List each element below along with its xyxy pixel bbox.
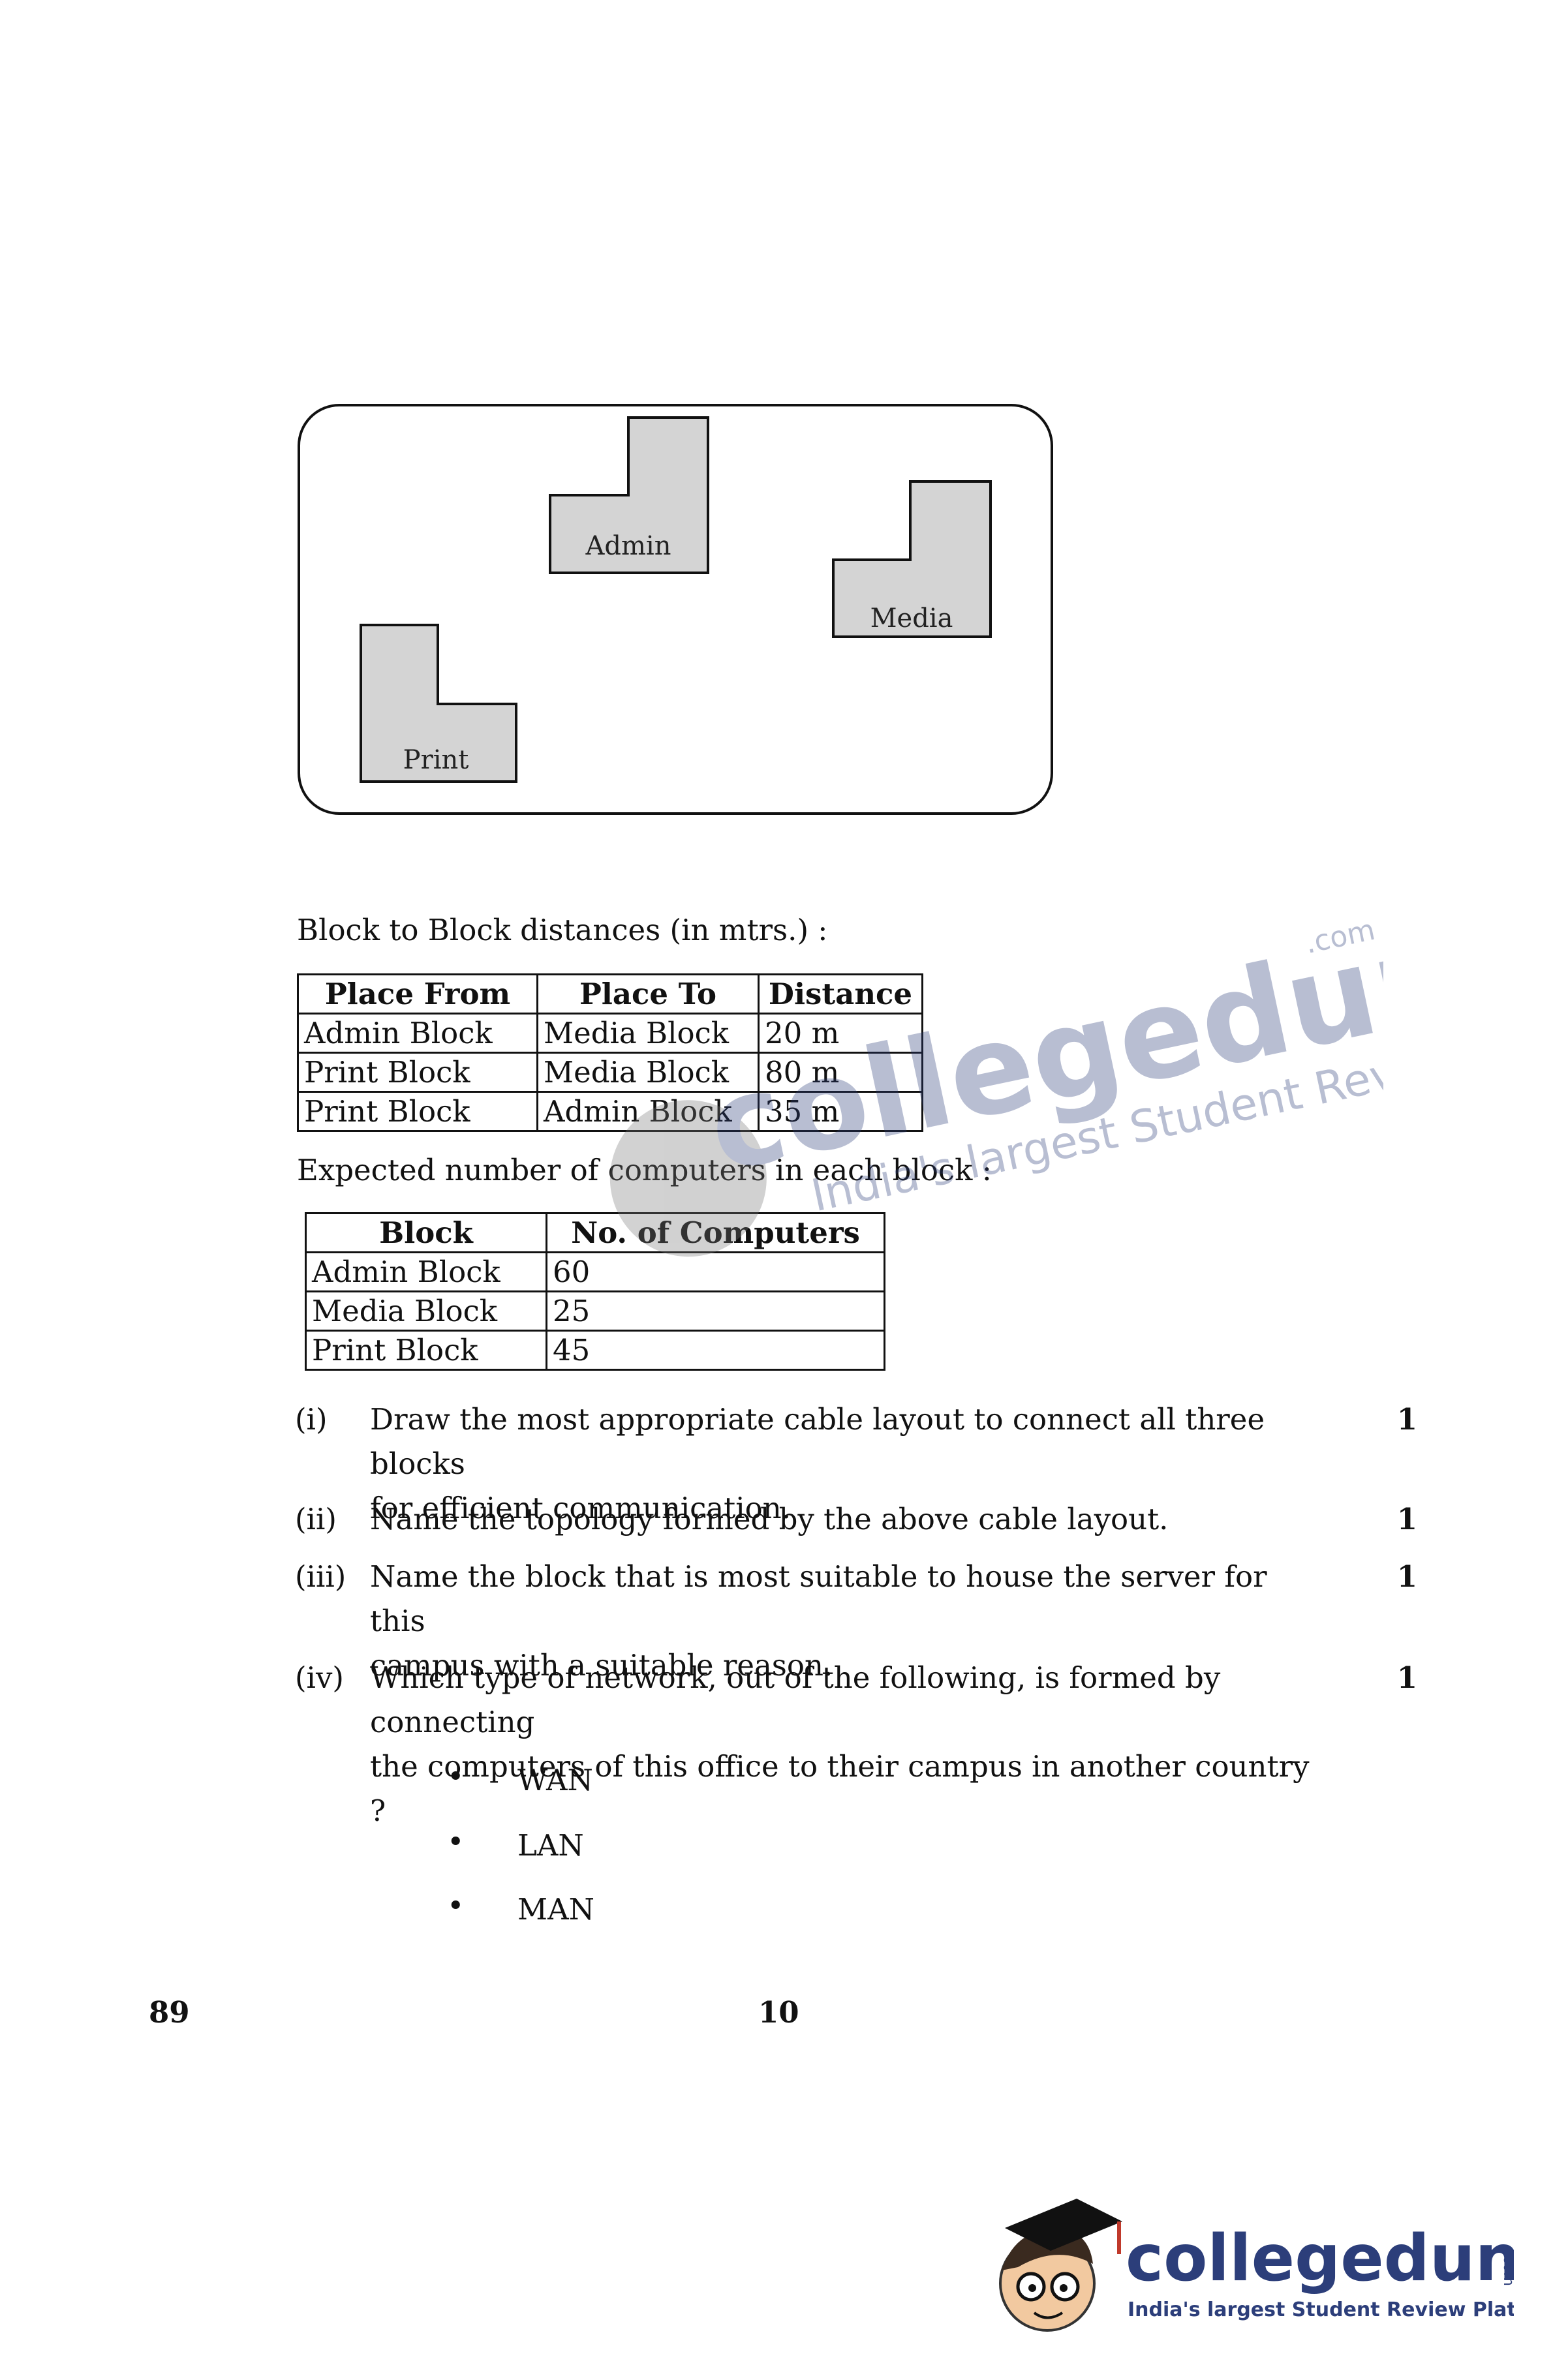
table-row: Print Block Admin Block 35 m [297, 1091, 923, 1132]
table-cell: Media Block [536, 1052, 760, 1093]
question-number: (i) [295, 1402, 328, 1437]
table-cell: 35 m [758, 1091, 923, 1132]
question-line: Name the block that is most suitable to … [370, 1559, 1267, 1638]
question-marks: 1 [1396, 1402, 1417, 1437]
table-cell: Media Block [305, 1290, 547, 1332]
table-row: Print Block Media Block 80 m [297, 1052, 923, 1093]
logo-tld: .com [1500, 2251, 1514, 2286]
table-row: Admin Block 60 [305, 1251, 885, 1292]
admin-block-label: Admin [585, 531, 671, 561]
question-number: (iii) [295, 1559, 346, 1594]
question-line: campus with a suitable reason. [370, 1648, 833, 1683]
table-cell: Admin Block [536, 1091, 760, 1132]
question-4: (iv) Which type of network, out of the f… [295, 1656, 1417, 1828]
option-text: LAN [517, 1828, 584, 1863]
question-marks: 1 [1396, 1559, 1417, 1594]
question-marks: 1 [1396, 1660, 1417, 1695]
column-header: Place From [297, 973, 538, 1015]
table-row: Media Block 25 [305, 1290, 885, 1332]
table-cell: Print Block [297, 1052, 538, 1093]
question-3: (iii) Name the block that is most suitab… [295, 1555, 1417, 1683]
table-cell: Admin Block [305, 1251, 547, 1292]
column-header: Place To [536, 973, 760, 1015]
table-cell: Print Block [305, 1330, 547, 1371]
question-line: the computers of this office to their ca… [370, 1749, 1310, 1828]
admin-block-shape [549, 416, 709, 574]
table-cell: 25 [546, 1290, 885, 1332]
logo-name: collegedunia [1126, 2221, 1514, 2296]
table-cell: Print Block [297, 1091, 538, 1132]
question-line: Draw the most appropriate cable layout t… [370, 1402, 1265, 1481]
watermark-tld: .com [1302, 913, 1378, 960]
question-line: Which type of network, out of the follow… [370, 1660, 1221, 1739]
table-cell: Admin Block [297, 1013, 538, 1054]
table-cell: 20 m [758, 1013, 923, 1054]
column-header: No. of Computers [546, 1212, 885, 1253]
question-text: Draw the most appropriate cable layout t… [370, 1397, 1310, 1531]
bullet-icon: • [447, 1888, 465, 1923]
column-header: Block [305, 1212, 547, 1253]
table-header-row: Block No. of Computers [305, 1212, 885, 1253]
question-text: Name the block that is most suitable to … [370, 1555, 1310, 1688]
table-row: Admin Block Media Block 20 m [297, 1013, 923, 1054]
column-header: Distance [758, 973, 923, 1015]
distances-table: Place From Place To Distance Admin Block… [297, 973, 923, 1132]
bullet-icon: • [447, 1824, 465, 1859]
question-line: for efficient communication. [370, 1491, 792, 1525]
question-text: Name the topology formed by the above ca… [370, 1497, 1310, 1542]
logo-tagline: India's largest Student Review Platform [1128, 2298, 1514, 2321]
question-1: (i) Draw the most appropriate cable layo… [295, 1397, 1417, 1525]
bullet-icon: • [447, 1759, 465, 1793]
print-block-label: Print [403, 745, 469, 775]
mascot-icon [999, 2199, 1122, 2332]
question-number: (ii) [295, 1502, 337, 1536]
option-text: WAN [517, 1763, 593, 1797]
computers-heading: Expected number of computers in each blo… [297, 1153, 992, 1187]
table-cell: 60 [546, 1251, 885, 1292]
distances-heading: Block to Block distances (in mtrs.) : [297, 913, 828, 947]
print-block-shape [360, 624, 517, 783]
table-row: Print Block 45 [305, 1330, 885, 1371]
page-number: 10 [758, 1995, 799, 2030]
question-text: Which type of network, out of the follow… [370, 1656, 1310, 1833]
table-cell: 80 m [758, 1052, 923, 1093]
computers-table: Block No. of Computers Admin Block 60 Me… [305, 1212, 885, 1371]
table-cell: Media Block [536, 1013, 760, 1054]
question-2: (ii) Name the topology formed by the abo… [295, 1497, 1417, 1543]
collegedunia-logo: collegedunia .com India's largest Studen… [999, 2199, 1514, 2332]
page-code: 89 [149, 1995, 190, 2030]
media-block-shape [832, 480, 992, 638]
campus-diagram: Admin Media Print [298, 404, 1053, 815]
media-block-label: Media [870, 603, 953, 633]
question-marks: 1 [1396, 1502, 1417, 1536]
table-header-row: Place From Place To Distance [297, 973, 923, 1015]
table-cell: 45 [546, 1330, 885, 1371]
question-line: Name the topology formed by the above ca… [370, 1502, 1169, 1536]
question-number: (iv) [295, 1660, 344, 1695]
option-text: MAN [517, 1892, 594, 1927]
